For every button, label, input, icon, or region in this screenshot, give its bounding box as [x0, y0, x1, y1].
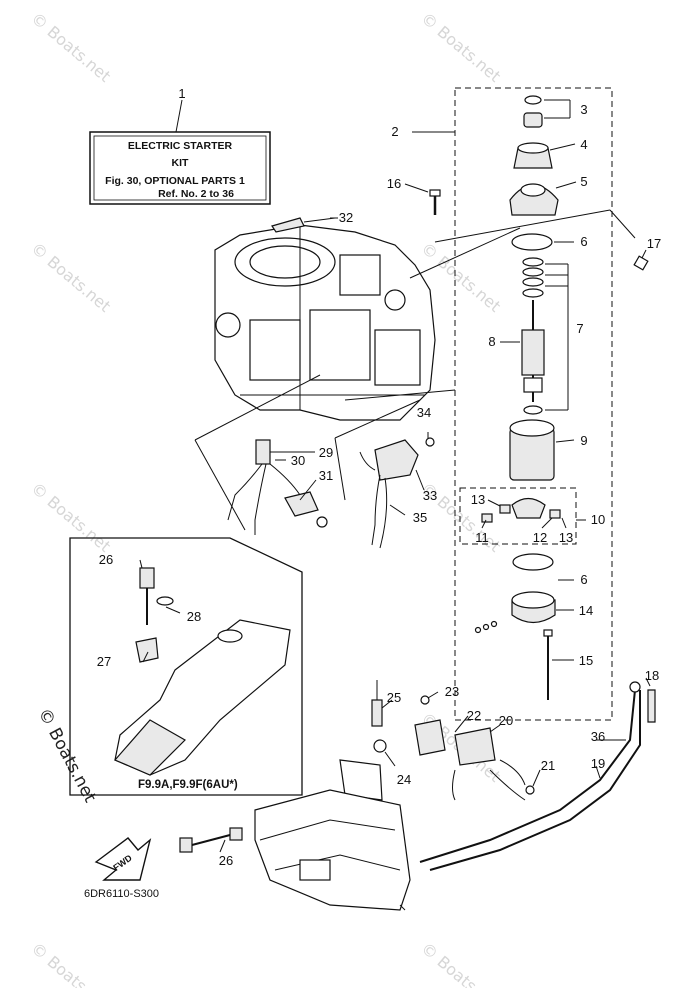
- lower-components: [339, 680, 535, 801]
- callout-11: 11: [475, 530, 489, 545]
- part-10-brush-holder: [511, 497, 546, 519]
- part-8-armature: [521, 329, 545, 376]
- harness-left: [227, 439, 328, 535]
- callout-21: 21: [541, 758, 555, 773]
- callout-2: 2: [391, 124, 398, 139]
- callout-25: 25: [387, 690, 401, 705]
- callout-24: 24: [397, 772, 411, 787]
- callout-6: 6: [580, 234, 587, 249]
- callout-3: 3: [580, 102, 587, 117]
- callout-33: 33: [423, 488, 437, 503]
- callout-10: 10: [591, 512, 605, 527]
- kit-ref: Ref. No. 2 to 36: [158, 188, 234, 200]
- kit-label: KIT: [172, 157, 190, 169]
- part-3-ring: [524, 95, 542, 105]
- part-26-lower: [179, 827, 243, 853]
- diagram-code: 6DR6110-S300: [84, 888, 159, 900]
- callout-13: 13: [471, 492, 485, 507]
- callout-12: 12: [533, 530, 547, 545]
- callout-28: 28: [187, 609, 201, 624]
- watermark-dark: © Boats.net: [34, 705, 101, 806]
- callout-23: 23: [445, 684, 459, 699]
- engine-block: [214, 224, 436, 421]
- kit-fig: Fig. 30, OPTIONAL PARTS 1: [105, 175, 245, 187]
- callout-5: 5: [580, 174, 587, 189]
- callout-19: 19: [591, 756, 605, 771]
- model-note: F9.9A,F9.9F(6AU*): [138, 779, 238, 791]
- fwd-arrow: FWD: [94, 837, 152, 881]
- watermark-text: © Boats.net: [417, 9, 504, 86]
- watermark-text: © Boats.net: [27, 479, 114, 556]
- watermark-text: © Boats.net: [27, 939, 114, 988]
- starter-parts: [429, 95, 649, 700]
- callout-8: 8: [488, 334, 495, 349]
- watermark-text: © Boats.net: [27, 239, 114, 316]
- callout-7: 7: [576, 321, 583, 336]
- callout-32: 32: [339, 210, 353, 225]
- brush-holder-box: [459, 487, 577, 545]
- callout-9: 9: [580, 433, 587, 448]
- relay-33: [359, 439, 419, 549]
- callout-17: 17: [647, 236, 661, 251]
- callout-35: 35: [413, 510, 427, 525]
- callout-14: 14: [579, 603, 593, 618]
- inset-box: [69, 537, 303, 796]
- callout-numbers: 1 2 3 4 5 6 7 8 9 10 11 12 13 13 6 14 15…: [97, 86, 661, 868]
- callout-1: 1: [178, 86, 185, 101]
- part-32: [271, 217, 305, 233]
- callout-30: 30: [291, 453, 305, 468]
- inset-parts: [114, 567, 291, 776]
- part-3-collar: [523, 112, 543, 128]
- callout-26: 26: [219, 853, 233, 868]
- callout-20: 20: [499, 713, 513, 728]
- callout-34: 34: [417, 405, 431, 420]
- callout-18: 18: [645, 668, 659, 683]
- callout-22: 22: [467, 708, 481, 723]
- starter-assembly-box: [454, 87, 613, 721]
- callout-16: 16: [387, 176, 401, 191]
- part-6-oring: [511, 233, 553, 251]
- callout-6: 6: [580, 572, 587, 587]
- callout-26: 26: [99, 552, 113, 567]
- callout-36: 36: [591, 729, 605, 744]
- callout-leaders: [219, 99, 651, 853]
- bottom-cowling: [254, 789, 411, 911]
- callout-31: 31: [319, 468, 333, 483]
- callout-27: 27: [97, 654, 111, 669]
- callout-29: 29: [319, 445, 333, 460]
- watermark-text: © Boats.net: [27, 9, 114, 86]
- watermark-text: © Boats.net: [417, 939, 504, 988]
- kit-box: ELECTRIC STARTER KIT Fig. 30, OPTIONAL P…: [89, 131, 271, 205]
- callout-15: 15: [579, 653, 593, 668]
- callout-4: 4: [580, 137, 587, 152]
- kit-title: ELECTRIC STARTER: [128, 140, 233, 152]
- callout-13: 13: [559, 530, 573, 545]
